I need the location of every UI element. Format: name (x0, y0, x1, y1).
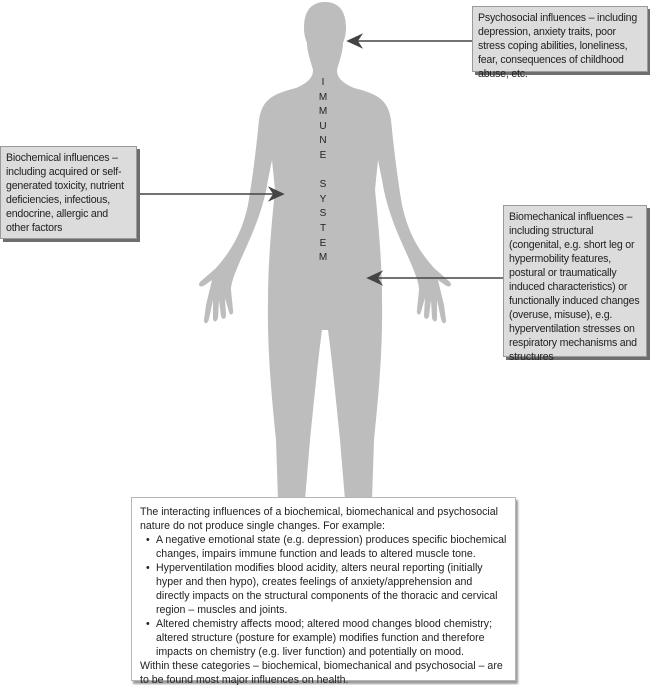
label-letter: N (319, 135, 327, 147)
label-letter: I (321, 77, 325, 88)
label-letter: S (319, 208, 327, 220)
bullet-item: A negative emotional state (e.g. depress… (146, 533, 507, 561)
label-letter: M (318, 252, 328, 264)
arrowhead-biochemical (267, 186, 285, 202)
label-letter: E (319, 149, 327, 161)
bullet-item: Hyperventilation modifies blood acidity,… (146, 561, 507, 617)
arrowhead-psychosocial (346, 33, 364, 49)
bullet-item: Altered chemistry affects mood; altered … (146, 617, 507, 659)
arrowhead-biomechanical (366, 270, 384, 286)
label-letter: M (318, 91, 328, 103)
biomechanical-box: Biomechanical influences – including str… (503, 205, 647, 363)
label-letter: S (319, 179, 327, 191)
summary-bullets: A negative emotional state (e.g. depress… (140, 533, 507, 659)
label-letter: E (319, 237, 327, 249)
human-silhouette (198, 2, 452, 500)
biochemical-box: Biochemical influences – including acqui… (0, 146, 137, 239)
label-gap (316, 164, 330, 179)
label-letter: M (318, 106, 328, 118)
psychosocial-box: Psychosocial influences – including depr… (472, 6, 648, 80)
summary-box: The interacting influences of a biochemi… (131, 497, 516, 685)
label-letter: T (319, 222, 327, 234)
summary-outro: Within these categories – biochemical, b… (140, 660, 503, 685)
summary-intro: The interacting influences of a biochemi… (140, 506, 499, 532)
immune-system-label: I M M U N E S Y S T E M (316, 76, 330, 266)
label-letter: U (319, 120, 327, 132)
label-letter: Y (319, 193, 327, 205)
